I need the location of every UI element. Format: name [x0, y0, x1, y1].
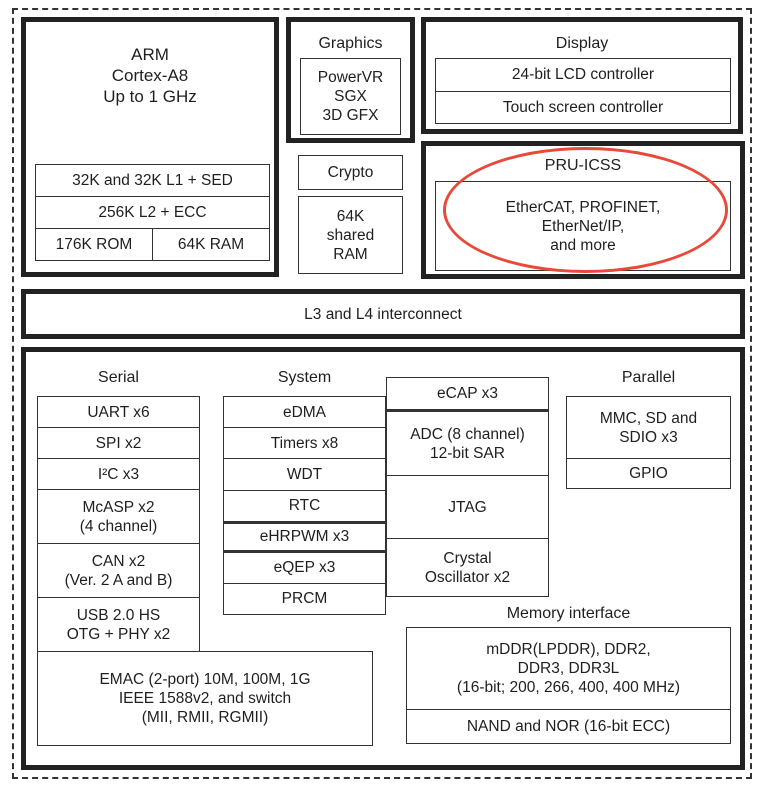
arm-memory-stack: 32K and 32K L1 + SED 256K L2 + ECC 176K … [35, 164, 270, 261]
edma: eDMA [224, 397, 385, 429]
can: CAN x2 (Ver. 2 A and B) [38, 544, 199, 598]
arm-ram: 64K RAM [177, 236, 245, 253]
display-title: Display [555, 35, 609, 52]
graphics-block: Graphics PowerVR SGX 3D GFX [286, 17, 415, 143]
system-left-stack: eDMA Timers x8 WDT RTC eHRPWM x3 eQEP x3… [223, 396, 386, 615]
adc: ADC (8 channel) 12-bit SAR [387, 412, 548, 476]
memory-title: Memory interface [506, 605, 631, 622]
mcasp: McASP x2 (4 channel) [38, 490, 199, 544]
emac-block: EMAC (2-port) 10M, 100M, 1G IEEE 1588v2,… [37, 651, 373, 746]
arm-block: ARM Cortex-A8 Up to 1 GHz 32K and 32K L1… [21, 17, 279, 277]
serial-title: Serial [98, 369, 139, 386]
graphics-title: Graphics [318, 35, 383, 52]
eqep: eQEP x3 [224, 553, 385, 584]
crypto-block: Crypto [298, 155, 403, 190]
memory-stack: mDDR(LPDDR), DDR2, DDR3, DDR3L (16-bit; … [406, 627, 731, 744]
arm-rom-ram-row: 176K ROM 64K RAM [36, 229, 269, 260]
rtc: RTC [224, 491, 385, 524]
i2c: I²C x3 [38, 459, 199, 490]
system-title: System [277, 369, 332, 386]
usb: USB 2.0 HS OTG + PHY x2 [66, 606, 171, 643]
chip-boundary [12, 8, 752, 779]
interconnect-bar: L3 and L4 interconnect [21, 289, 745, 339]
ecap: eCAP x3 [387, 378, 548, 412]
nand-nor-interface: NAND and NOR (16-bit ECC) [466, 718, 671, 735]
serial-stack: UART x6 SPI x2 I²C x3 McASP x2 (4 channe… [37, 396, 200, 652]
graphics-core: PowerVR SGX 3D GFX [300, 58, 401, 135]
arm-rom: 176K ROM [36, 229, 153, 260]
ehrpwm: eHRPWM x3 [224, 524, 385, 553]
shared-ram-block: 64K shared RAM [298, 196, 403, 274]
lcd-controller: 24-bit LCD controller [436, 59, 730, 92]
arm-title: ARM Cortex-A8 Up to 1 GHz [103, 45, 197, 106]
mmc-sd-sdio: MMC, SD and SDIO x3 [567, 397, 730, 459]
uart: UART x6 [38, 397, 199, 428]
parallel-stack: MMC, SD and SDIO x3 GPIO [566, 396, 731, 489]
pru-highlight-oval [443, 147, 728, 273]
gpio: GPIO [629, 465, 668, 482]
crystal-oscillator: Crystal Oscillator x2 [424, 549, 511, 586]
arm-l1-cache: 32K and 32K L1 + SED [36, 165, 269, 197]
ddr-interface: mDDR(LPDDR), DDR2, DDR3, DDR3L (16-bit; … [407, 628, 730, 710]
jtag: JTAG [387, 476, 548, 539]
display-block: Display 24-bit LCD controller Touch scre… [421, 17, 743, 134]
wdt: WDT [224, 459, 385, 491]
timers: Timers x8 [224, 428, 385, 460]
system-right-stack: eCAP x3 ADC (8 channel) 12-bit SAR JTAG … [386, 377, 549, 597]
display-stack: 24-bit LCD controller Touch screen contr… [435, 58, 731, 124]
spi: SPI x2 [38, 428, 199, 459]
prcm: PRCM [281, 590, 328, 608]
arm-l2-cache: 256K L2 + ECC [36, 197, 269, 229]
touch-screen-controller: Touch screen controller [502, 98, 664, 116]
parallel-title: Parallel [621, 369, 676, 386]
